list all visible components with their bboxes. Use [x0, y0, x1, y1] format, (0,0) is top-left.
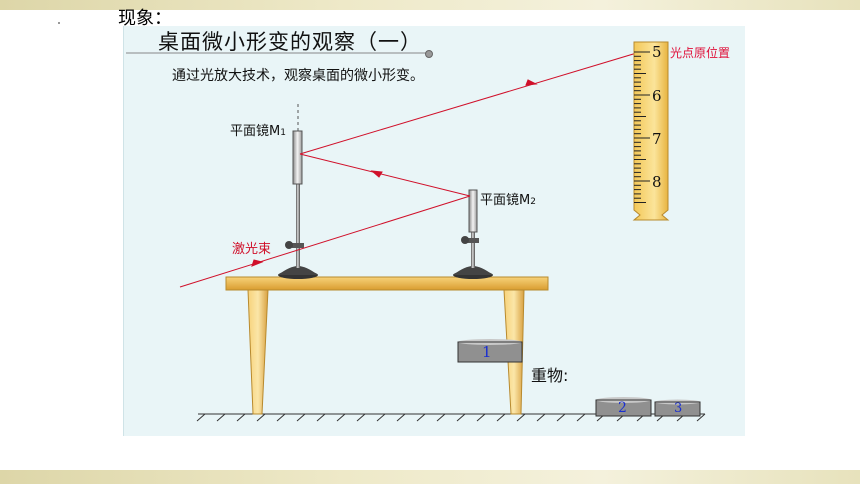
- laser-beam: [179, 51, 641, 288]
- weight-3: [654, 399, 701, 417]
- ruler-scale: [632, 41, 670, 221]
- scale-tick-label: 5: [652, 43, 662, 61]
- ruler-ticks: [634, 51, 650, 203]
- top-decor-band: [0, 0, 860, 10]
- small-dot: [58, 22, 60, 24]
- weight-1-number: 1: [482, 343, 492, 361]
- scale-tick-label: 7: [652, 130, 662, 148]
- section-heading: 现象：: [118, 8, 172, 29]
- mirror-stand-1: [278, 104, 318, 279]
- table-leg-left: [247, 289, 269, 415]
- mirror1-label: 平面镜M1: [230, 124, 286, 139]
- title-knob: [425, 50, 433, 58]
- weights-label: 重物:: [531, 366, 569, 385]
- bottom-decor-band: [0, 470, 860, 484]
- mirror-stand-2: [453, 189, 493, 279]
- weight-1: [457, 339, 523, 363]
- weight-3-number: 3: [674, 401, 683, 416]
- scale-tick-label: 8: [652, 173, 662, 191]
- laser-label: 激光束: [232, 242, 272, 257]
- origin-label: 光点原位置: [670, 46, 731, 60]
- weight-2-number: 2: [618, 400, 627, 416]
- weight-2: [595, 397, 652, 417]
- panel-subtitle: 通过光放大技术，观察桌面的微小形变。: [172, 68, 424, 84]
- mirror2-label: 平面镜M2: [480, 193, 536, 208]
- panel-title: 桌面微小形变的观察（一）: [158, 30, 422, 54]
- scale-tick-label: 6: [652, 87, 662, 105]
- table-top: [225, 276, 549, 291]
